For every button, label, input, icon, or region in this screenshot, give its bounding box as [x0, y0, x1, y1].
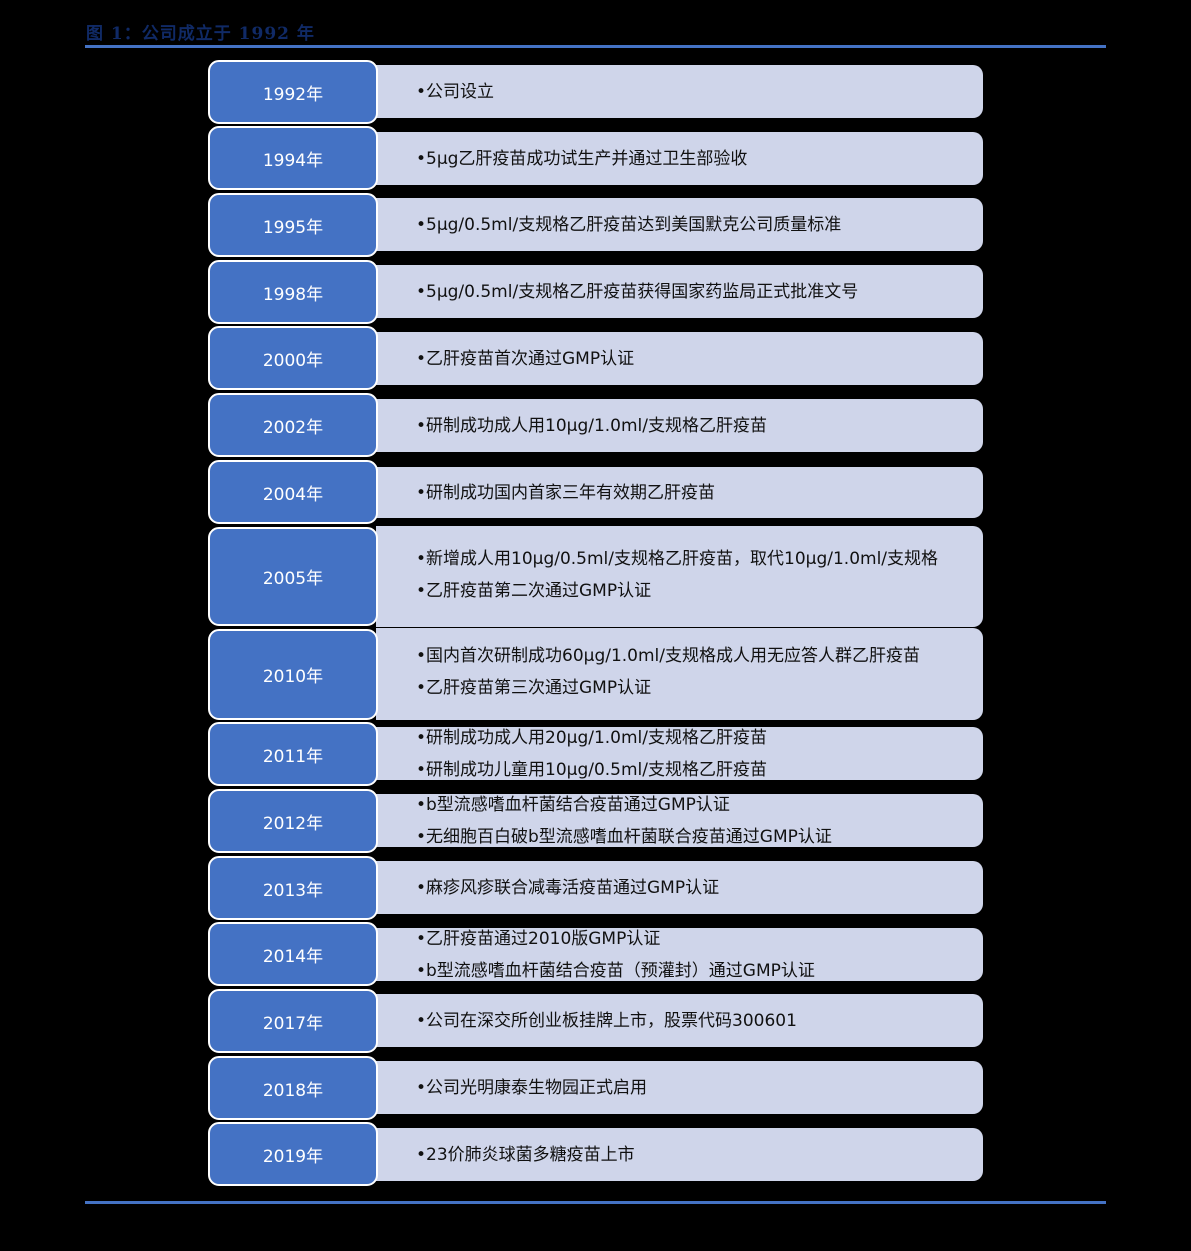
milestone-bullet: •研制成功儿童用10μg/0.5ml/支规格乙肝疫苗 [416, 754, 943, 786]
milestone-content: •公司光明康泰生物园正式启用 [376, 1061, 983, 1114]
milestone-content: •5μg/0.5ml/支规格乙肝疫苗获得国家药监局正式批准文号 [376, 265, 983, 318]
year-label: 2004年 [208, 460, 378, 524]
year-label: 2014年 [208, 922, 378, 986]
milestone-bullet: •乙肝疫苗第三次通过GMP认证 [416, 674, 943, 702]
year-label: 2012年 [208, 789, 378, 853]
milestone-text: 公司在深交所创业板挂牌上市，股票代码300601 [426, 1010, 797, 1031]
bullet-dot-icon: • [416, 1144, 427, 1165]
milestone-bullet: •b型流感嗜血杆菌结合疫苗（预灌封）通过GMP认证 [416, 955, 943, 987]
bullet-dot-icon: • [416, 826, 427, 847]
bullet-dot-icon: • [416, 281, 427, 302]
bullet-dot-icon: • [416, 646, 427, 666]
year-label: 2010年 [208, 629, 378, 720]
bullet-dot-icon: • [416, 928, 427, 949]
year-label: 2005年 [208, 527, 378, 626]
year-label: 1992年 [208, 60, 378, 124]
bullet-dot-icon: • [416, 960, 427, 981]
milestone-text: 无细胞百白破b型流感嗜血杆菌联合疫苗通过GMP认证 [426, 826, 832, 847]
bullet-dot-icon: • [416, 1077, 427, 1098]
milestone-text: b型流感嗜血杆菌结合疫苗（预灌封）通过GMP认证 [426, 960, 815, 981]
milestone-bullet: •5μg/0.5ml/支规格乙肝疫苗获得国家药监局正式批准文号 [416, 276, 943, 308]
milestone-text: 国内首次研制成功60μg/1.0ml/支规格成人用无应答人群乙肝疫苗 [426, 646, 921, 666]
milestone-text: 公司光明康泰生物园正式启用 [426, 1077, 647, 1098]
milestone-text: 研制成功儿童用10μg/0.5ml/支规格乙肝疫苗 [426, 759, 768, 780]
milestone-bullet: •研制成功成人用10μg/1.0ml/支规格乙肝疫苗 [416, 410, 943, 442]
milestone-content: •新增成人用10μg/0.5ml/支规格乙肝疫苗，取代10μg/1.0ml/支规… [376, 526, 983, 627]
bullet-dot-icon: • [416, 482, 427, 503]
milestone-text: 乙肝疫苗第三次通过GMP认证 [426, 678, 652, 698]
year-label: 2002年 [208, 393, 378, 457]
milestone-text: 公司设立 [426, 81, 494, 102]
milestone-bullet: •乙肝疫苗第二次通过GMP认证 [416, 577, 943, 605]
bullet-dot-icon: • [416, 148, 427, 169]
milestone-text: 乙肝疫苗第二次通过GMP认证 [426, 580, 652, 601]
milestone-bullet: •公司光明康泰生物园正式启用 [416, 1072, 943, 1104]
milestone-content: •乙肝疫苗首次通过GMP认证 [376, 332, 983, 385]
milestone-text: 5μg/0.5ml/支规格乙肝疫苗获得国家药监局正式批准文号 [426, 281, 859, 302]
milestone-content: •b型流感嗜血杆菌结合疫苗通过GMP认证•无细胞百白破b型流感嗜血杆菌联合疫苗通… [376, 794, 983, 847]
milestone-content: •5μg/0.5ml/支规格乙肝疫苗达到美国默克公司质量标准 [376, 198, 983, 251]
milestone-content: •研制成功成人用10μg/1.0ml/支规格乙肝疫苗 [376, 399, 983, 452]
milestone-bullet: •公司在深交所创业板挂牌上市，股票代码300601 [416, 1005, 943, 1037]
bullet-dot-icon: • [416, 81, 427, 102]
milestone-content: •研制成功成人用20μg/1.0ml/支规格乙肝疫苗•研制成功儿童用10μg/0… [376, 727, 983, 780]
milestone-content: •公司在深交所创业板挂牌上市，股票代码300601 [376, 994, 983, 1047]
milestone-bullet: •5μg/0.5ml/支规格乙肝疫苗达到美国默克公司质量标准 [416, 209, 943, 241]
bullet-dot-icon: • [416, 759, 427, 780]
bullet-dot-icon: • [416, 727, 427, 748]
milestone-content: •研制成功国内首家三年有效期乙肝疫苗 [376, 467, 983, 518]
year-label: 1994年 [208, 126, 378, 190]
milestone-content: •乙肝疫苗通过2010版GMP认证•b型流感嗜血杆菌结合疫苗（预灌封）通过GMP… [376, 928, 983, 981]
milestone-bullet: •研制成功成人用20μg/1.0ml/支规格乙肝疫苗 [416, 722, 943, 754]
bottom-rule [85, 1201, 1106, 1204]
milestone-bullet: •乙肝疫苗首次通过GMP认证 [416, 343, 943, 375]
milestone-bullet: •b型流感嗜血杆菌结合疫苗通过GMP认证 [416, 789, 943, 821]
milestone-text: 研制成功国内首家三年有效期乙肝疫苗 [426, 482, 715, 503]
title-underline [85, 45, 1106, 48]
year-label: 2011年 [208, 722, 378, 786]
year-label: 1998年 [208, 260, 378, 324]
milestone-bullet: •国内首次研制成功60μg/1.0ml/支规格成人用无应答人群乙肝疫苗 [416, 642, 943, 670]
bullet-dot-icon: • [416, 678, 427, 698]
milestone-content: •23价肺炎球菌多糖疫苗上市 [376, 1128, 983, 1181]
bullet-dot-icon: • [416, 415, 427, 436]
milestone-text: 麻疹风疹联合减毒活疫苗通过GMP认证 [426, 877, 720, 898]
year-label: 2019年 [208, 1122, 378, 1186]
year-label: 2017年 [208, 989, 378, 1053]
milestone-bullet: •5μg乙肝疫苗成功试生产并通过卫生部验收 [416, 143, 943, 175]
bullet-dot-icon: • [416, 877, 427, 898]
bullet-dot-icon: • [416, 794, 427, 815]
milestone-text: 新增成人用10μg/0.5ml/支规格乙肝疫苗，取代10μg/1.0ml/支规格 [426, 548, 939, 569]
milestone-text: 研制成功成人用20μg/1.0ml/支规格乙肝疫苗 [426, 727, 768, 748]
milestone-bullet: •新增成人用10μg/0.5ml/支规格乙肝疫苗，取代10μg/1.0ml/支规… [416, 545, 943, 573]
bullet-dot-icon: • [416, 214, 427, 235]
milestone-text: 5μg/0.5ml/支规格乙肝疫苗达到美国默克公司质量标准 [426, 214, 842, 235]
milestone-text: 23价肺炎球菌多糖疫苗上市 [426, 1144, 635, 1165]
milestone-text: 5μg乙肝疫苗成功试生产并通过卫生部验收 [426, 148, 748, 169]
year-label: 2013年 [208, 856, 378, 920]
milestone-bullet: •麻疹风疹联合减毒活疫苗通过GMP认证 [416, 872, 943, 904]
milestone-bullet: •23价肺炎球菌多糖疫苗上市 [416, 1139, 943, 1171]
year-label: 1995年 [208, 193, 378, 257]
bullet-dot-icon: • [416, 1010, 427, 1031]
bullet-dot-icon: • [416, 580, 427, 601]
milestone-text: 乙肝疫苗通过2010版GMP认证 [426, 928, 661, 949]
milestone-bullet: •无细胞百白破b型流感嗜血杆菌联合疫苗通过GMP认证 [416, 821, 943, 853]
milestone-content: •5μg乙肝疫苗成功试生产并通过卫生部验收 [376, 132, 983, 185]
milestone-bullet: •公司设立 [416, 76, 943, 108]
milestone-text: 乙肝疫苗首次通过GMP认证 [426, 348, 635, 369]
milestone-content: •国内首次研制成功60μg/1.0ml/支规格成人用无应答人群乙肝疫苗•乙肝疫苗… [376, 628, 983, 720]
year-label: 2018年 [208, 1056, 378, 1120]
year-label: 2000年 [208, 326, 378, 390]
milestone-bullet: •研制成功国内首家三年有效期乙肝疫苗 [416, 477, 943, 509]
figure-title: 图 1：公司成立于 1992 年 [86, 24, 315, 44]
milestone-text: b型流感嗜血杆菌结合疫苗通过GMP认证 [426, 794, 730, 815]
milestone-bullet: •乙肝疫苗通过2010版GMP认证 [416, 923, 943, 955]
milestone-text: 研制成功成人用10μg/1.0ml/支规格乙肝疫苗 [426, 415, 768, 436]
milestone-content: •公司设立 [376, 65, 983, 118]
milestone-content: •麻疹风疹联合减毒活疫苗通过GMP认证 [376, 861, 983, 914]
bullet-dot-icon: • [416, 348, 427, 369]
bullet-dot-icon: • [416, 548, 427, 569]
